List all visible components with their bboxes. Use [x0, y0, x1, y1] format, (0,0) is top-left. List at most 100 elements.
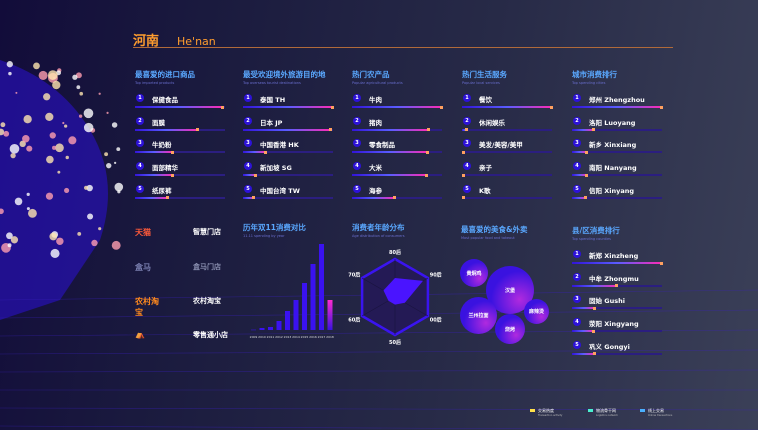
section-subtitle: Top spending cities — [572, 81, 606, 85]
share-bar-fill — [352, 128, 429, 132]
item-label: 餐饮 — [479, 96, 492, 104]
rank-badge: 1 — [463, 94, 471, 102]
map-dot — [91, 239, 98, 247]
bar — [293, 300, 299, 330]
rank-badge: 4 — [353, 162, 361, 171]
rank-badge: 3 — [463, 139, 471, 148]
list-item: 5 海参 — [352, 182, 452, 205]
chart-subtitle: 11.11 spending by year — [243, 234, 285, 238]
section-subtitle: Top overseas tourist destinations — [243, 81, 301, 85]
rank-badge: 3 — [573, 295, 581, 304]
share-bar-fill — [461, 173, 465, 177]
share-bar-fill — [135, 128, 199, 132]
map-dot — [106, 162, 112, 169]
grid-line — [0, 407, 758, 411]
food-subtitle: Most popular food and takeout — [461, 236, 515, 240]
x-tick-label: 2017 — [318, 335, 326, 339]
radar-label: 70后 — [348, 272, 360, 279]
share-bar-track — [243, 128, 333, 132]
share-bar-track — [352, 196, 442, 200]
item-label: 泰国 TH — [260, 96, 286, 104]
share-bar-fill — [352, 173, 428, 177]
store-name: 零售通小店 — [193, 331, 228, 339]
share-bar-fill — [572, 329, 595, 333]
rank-badge: 5 — [353, 184, 361, 193]
share-bar-track — [572, 284, 662, 288]
food-section: 最喜爱的美食&外卖 Most popular food and takeout — [461, 224, 561, 240]
x-tick-label: 2013 — [284, 335, 292, 339]
food-bubble: 麻辣烫 — [524, 299, 549, 324]
map-dot — [19, 140, 26, 148]
rank-badge: 2 — [353, 116, 361, 125]
store-name: 智慧门店 — [193, 228, 221, 236]
section-subtitle: Top spending counties — [572, 237, 612, 241]
rank-badge: 1 — [244, 94, 252, 102]
map-dot — [45, 192, 54, 200]
rank-badge: 5 — [573, 340, 581, 349]
map-dot — [68, 136, 77, 145]
legend-sub: Transaction activity — [538, 414, 563, 417]
item-label: 亲子 — [479, 164, 492, 173]
item-label: 面膜 — [152, 118, 165, 127]
map-dot — [77, 231, 82, 236]
x-tick-label: 2018 — [326, 335, 334, 339]
share-bar-track — [243, 173, 333, 177]
section-subtitle: Top imported products — [135, 81, 175, 85]
list-item: 1 餐饮 — [462, 91, 562, 114]
rank-badge: 1 — [573, 250, 581, 258]
section-title: 最喜爱的进口商品 — [135, 70, 195, 79]
map-dot — [117, 190, 121, 194]
x-tick-label: 2010 — [258, 335, 266, 339]
map-dot — [26, 192, 30, 197]
food-bubble: 黄焖鸡 — [460, 259, 488, 287]
share-bar-track — [572, 352, 662, 356]
map-dot — [26, 207, 30, 211]
map-dot — [55, 143, 64, 153]
map-dot — [86, 184, 93, 192]
legend-swatch — [588, 409, 593, 412]
map-dot — [3, 130, 10, 137]
section-title: 热门农产品 — [352, 70, 390, 79]
share-bar-track — [243, 150, 333, 154]
map-dot — [9, 144, 20, 154]
section-title: 最受欢迎境外旅游目的地 — [243, 70, 326, 79]
map-dot — [98, 92, 101, 95]
item-label: 保健食品 — [152, 96, 178, 104]
share-bar-track — [352, 105, 443, 109]
map-dot — [15, 91, 18, 94]
map-dot — [0, 122, 6, 128]
list-item: 1 泰国 TH — [243, 91, 343, 114]
map-dot — [116, 147, 121, 152]
share-bar-fill — [352, 105, 443, 109]
map-dot — [38, 70, 48, 80]
section-title: 城市消费排行 — [572, 70, 617, 79]
rank-badge: 1 — [353, 94, 361, 102]
item-label: 大米 — [369, 164, 382, 173]
share-bar-fill — [243, 105, 334, 109]
item-label: 纸尿裤 — [152, 186, 172, 195]
map-dot — [0, 208, 4, 215]
item-label: 海参 — [369, 186, 382, 195]
store-logo: 天猫 — [135, 228, 151, 237]
share-bar-fill — [135, 173, 174, 177]
x-tick-label: 2014 — [292, 335, 300, 339]
legend-label: 交易热度 — [538, 408, 554, 413]
map-dot — [98, 227, 102, 231]
item-label: 巩义 Gongyi — [589, 342, 630, 351]
bar — [310, 264, 316, 330]
share-bar-track — [135, 128, 225, 132]
